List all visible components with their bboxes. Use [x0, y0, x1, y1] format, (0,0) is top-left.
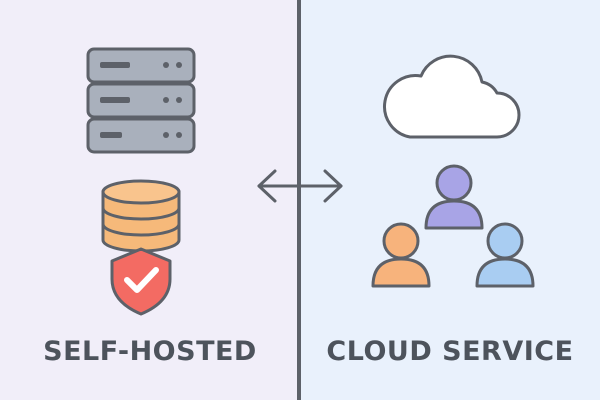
cloud-service-label: CLOUD SERVICE: [326, 336, 574, 367]
bidirectional-arrow-icon: [257, 169, 343, 203]
cloud-icon: [383, 54, 521, 139]
user-purple-icon: [424, 164, 484, 230]
users-group-icon: [371, 164, 535, 288]
user-blue-icon: [475, 222, 535, 288]
server-rack-icon: [86, 47, 196, 154]
center-divider: [297, 0, 301, 400]
self-hosted-label: SELF-HOSTED: [43, 336, 257, 367]
database-icon: [101, 179, 181, 253]
user-orange-icon: [371, 222, 431, 288]
shield-check-icon: [110, 247, 172, 316]
